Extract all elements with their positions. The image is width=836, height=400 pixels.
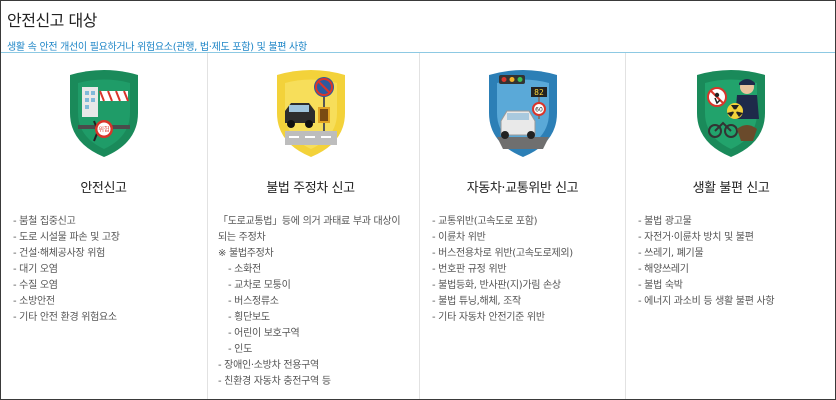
svg-text:위험: 위험 [98,126,109,134]
list-item: ※ 불법주정차 [218,248,274,259]
list-item: - 친환경 자동차 충전구역 등 [218,376,331,387]
category-traffic-violation[interactable]: 82 60 자동차·교통위반 신고 - 교통위반(고속도로 포함) - 이륜차 … [419,53,625,399]
list-item: - 기타 안전 환경 위험요소 [13,312,117,323]
category-safety[interactable]: 위험 안전신고 - 붐철 집중신고 - 도로 시설물 파손 및 고장 - 건설·… [1,53,206,399]
list-item: - 쓰레기, 폐기물 [638,248,704,259]
list-item: - 번호판 규정 위반 [432,264,507,275]
list-item: - 교차로 모퉁이 [228,280,291,291]
category-title: 자동차·교통위반 신고 [466,181,579,196]
svg-text:60: 60 [535,107,543,114]
shield-inconvenience-icon [697,70,765,157]
category-items: - 붐철 집중신고 - 도로 시설물 파손 및 고장 - 건설·해체공사장 위험… [13,214,200,326]
category-items: - 불법 광고물 - 자전거·이륜차 방치 및 불편 - 쓰레기, 폐기물 - … [638,214,830,310]
category-items: 「도로교통법」등에 의거 과태료 부과 대상이 되는 주정차 ※ 불법주정차 -… [218,214,407,390]
category-title: 생활 불편 신고 [692,181,770,196]
list-item: - 횡단보도 [228,312,270,323]
list-item: - 불법 광고물 [638,216,692,227]
category-items: - 교통위반(고속도로 포함) - 이륜차 위반 - 버스전용차로 위반(고속도… [432,214,619,326]
list-item: - 어린이 보호구역 [228,328,300,339]
shield-parking-icon [276,70,345,157]
list-item: - 해양쓰레기 [638,264,689,275]
list-item: - 기타 자동차 안전기준 위반 [432,312,545,323]
list-item: - 붐철 집중신고 [13,216,76,227]
list-item: - 불법등화, 반사판(지)가림 손상 [432,280,561,291]
list-item: - 인도 [228,344,252,355]
list-item: - 에너지 과소비 등 생활 불편 사항 [638,296,775,307]
list-item: - 도로 시설물 파손 및 고장 [13,232,120,243]
list-item: - 버스전용차로 위반(고속도로제외) [432,248,573,259]
list-item: - 소화전 [228,264,261,275]
category-daily-inconvenience[interactable]: 생활 불편 신고 - 불법 광고물 - 자전거·이륜차 방치 및 불편 - 쓰레… [625,53,836,399]
list-item: - 불법 튜닝,해체, 조작 [432,296,521,307]
category-title: 안전신고 [80,181,127,196]
list-item: - 이륜차 위반 [432,232,486,243]
list-item: 「도로교통법」등에 의거 과태료 부과 대상이 되는 주정차 [218,216,401,243]
shield-safety-icon: 위험 [69,70,138,157]
list-item: - 자전거·이륜차 방치 및 불편 [638,232,754,243]
list-item: - 장애인·소방차 전용구역 [218,360,319,371]
subtitle-divider [1,52,835,53]
list-item: - 대기 오염 [13,264,58,275]
category-illegal-parking[interactable]: 불법 주정차 신고 「도로교통법」등에 의거 과태료 부과 대상이 되는 주정차… [207,53,413,399]
list-item: - 건설·해체공사장 위험 [13,248,106,259]
list-item: - 불법 숙박 [638,280,683,291]
svg-text:82: 82 [534,88,544,97]
page-subtitle: 생활 속 안전 개선이 필요하거나 위험요소(관행, 법·제도 포함) 및 불편… [7,42,307,53]
list-item: - 교통위반(고속도로 포함) [432,216,538,227]
page-title: 안전신고 대상 [7,11,97,30]
list-item: - 버스정류소 [228,296,279,307]
shield-traffic-icon: 82 60 [488,70,557,157]
category-title: 불법 주정차 신고 [266,181,355,196]
list-item: - 수질 오염 [13,280,58,291]
list-item: - 소방안전 [13,296,55,307]
